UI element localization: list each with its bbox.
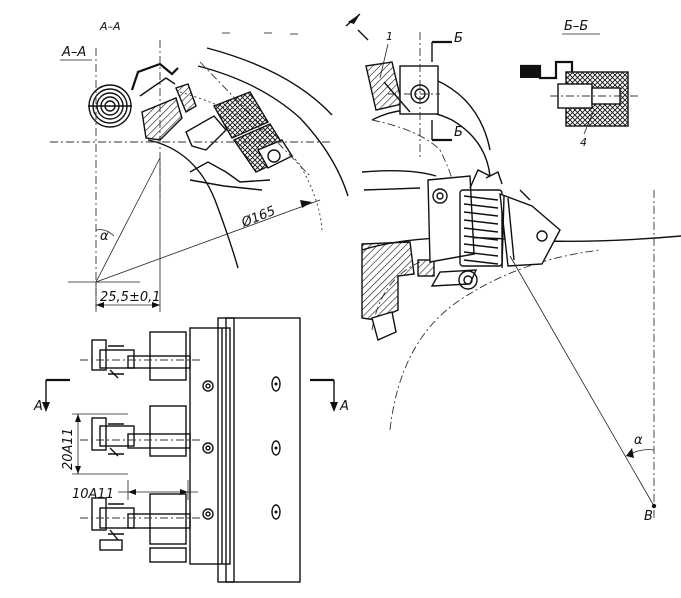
section-bb-view: Б–Б 4 bbox=[520, 19, 640, 149]
section-mark-right: А bbox=[339, 399, 349, 414]
mounting-plate-outer bbox=[225, 317, 301, 583]
section-aa-title: А–А bbox=[61, 45, 86, 60]
brush-holder-bottom bbox=[80, 493, 200, 551]
angled-brush-holder bbox=[361, 241, 415, 321]
b-mark-bottom: Б bbox=[454, 125, 463, 140]
brush-holder-body bbox=[141, 97, 183, 141]
spring-coil bbox=[88, 84, 132, 128]
brush-holder-top bbox=[80, 331, 200, 381]
offset-dimension: 25,5±0,1 bbox=[100, 290, 161, 305]
part-4-label: 4 bbox=[580, 136, 587, 149]
plan-view: А А bbox=[33, 317, 349, 583]
angled-assembly-view: α В bbox=[361, 169, 681, 524]
dimension-10a11: 10А11 bbox=[72, 487, 114, 502]
alpha-label: α bbox=[100, 229, 109, 244]
section-bb-title: Б–Б bbox=[564, 19, 588, 34]
mounting-plate-inner bbox=[189, 327, 231, 565]
mounting-holes bbox=[202, 376, 281, 520]
section-aa-view: А–А А–А bbox=[50, 20, 349, 312]
b-mark-top: Б bbox=[454, 31, 463, 46]
detail-b-view: 1 Б Б bbox=[345, 13, 491, 181]
brush bbox=[212, 91, 270, 139]
section-mark-left: А bbox=[33, 399, 43, 414]
spring bbox=[459, 169, 503, 267]
diameter-label: Ø165 bbox=[239, 204, 278, 231]
point-b-label: В bbox=[644, 509, 653, 524]
alpha-lower-label: α bbox=[634, 433, 643, 448]
dimension-20a11: 20А11 bbox=[61, 428, 76, 470]
brush-holder-middle bbox=[80, 405, 200, 457]
part-1-label: 1 bbox=[386, 30, 393, 43]
top-section-label: А–А bbox=[99, 20, 121, 33]
